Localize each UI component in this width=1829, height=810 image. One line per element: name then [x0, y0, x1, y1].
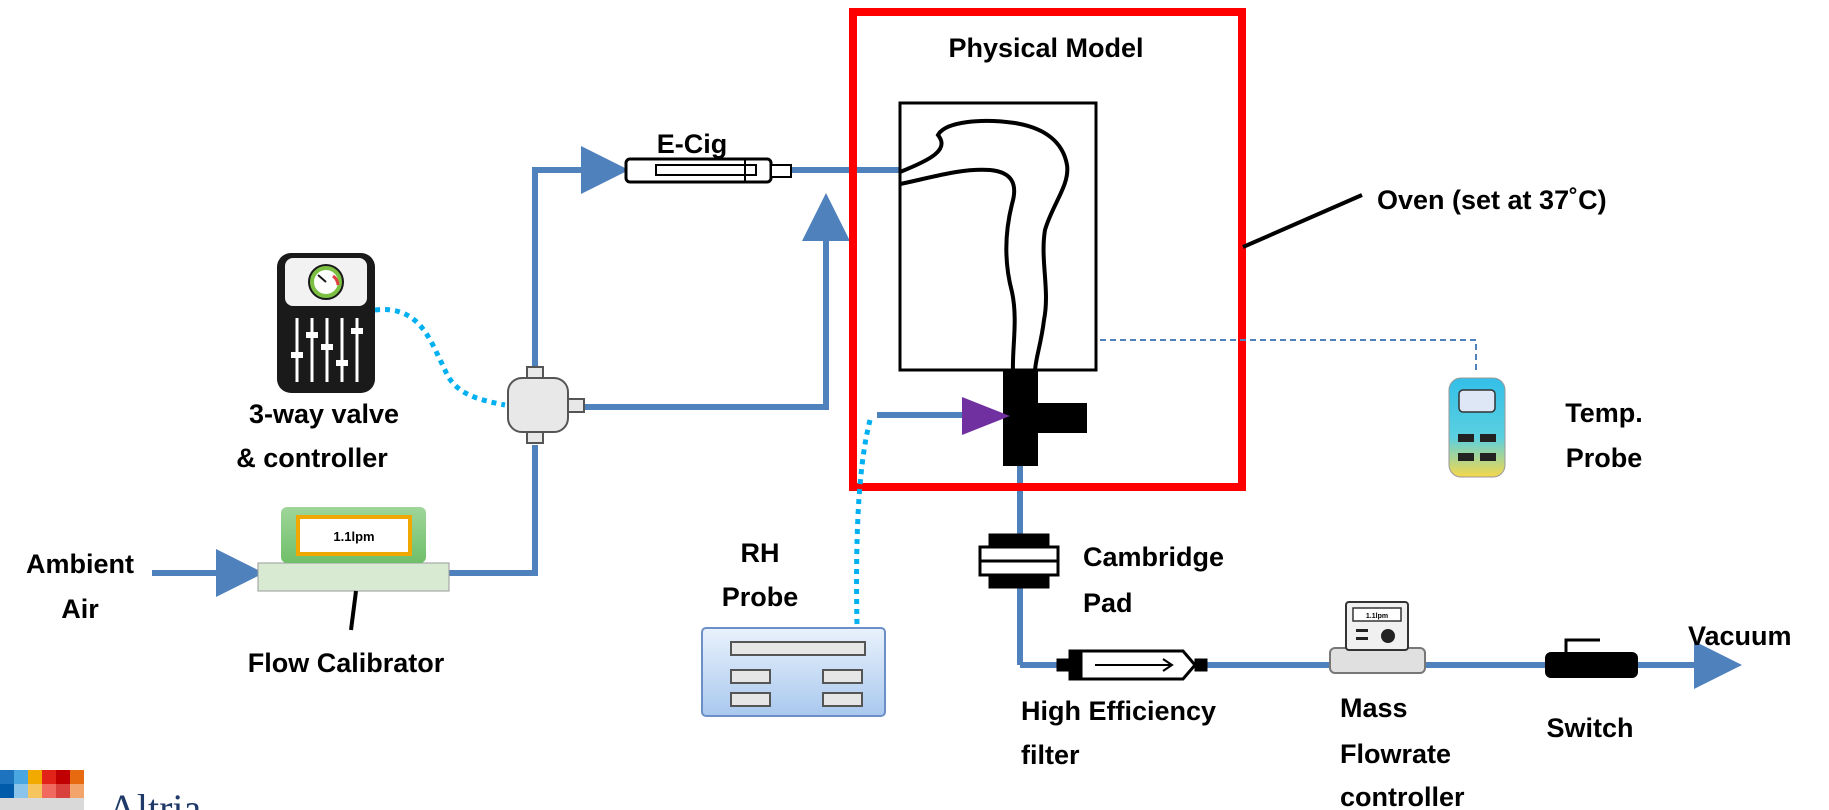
- ambient-air-label-line1: Ambient: [26, 549, 134, 579]
- airway-model-shape: [899, 118, 1070, 373]
- valve-to-ecig-pipe: [532, 146, 629, 375]
- rh-probe-wire: [854, 419, 873, 626]
- temp-probe-label-line1: Temp.: [1565, 398, 1643, 428]
- switch-icon: [1545, 638, 1638, 678]
- switch-label: Switch: [1546, 713, 1633, 743]
- ecig-device: [624, 157, 792, 184]
- oven-box: [849, 8, 1246, 491]
- physical-model-label: Physical Model: [948, 33, 1143, 63]
- calibrator-to-valve-pipe: [445, 445, 538, 576]
- rh-probe-label-line2: Probe: [722, 582, 799, 612]
- cambridge-pad-label-line2: Pad: [1083, 588, 1133, 618]
- flow-calibrator-icon: [257, 507, 450, 592]
- temp-probe-label-line2: Probe: [1566, 443, 1643, 473]
- filter-icon: [1056, 649, 1208, 681]
- mass-controller-label-line2: Flowrate: [1340, 739, 1451, 769]
- vacuum-label: Vacuum: [1688, 621, 1792, 651]
- temp-probe-wire: [1100, 339, 1477, 372]
- cambridge-pad-icon: [978, 533, 1060, 589]
- rh-probe-cone: [962, 397, 1010, 435]
- temp-probe-icon: [1448, 377, 1506, 478]
- ecig-label: E-Cig: [657, 129, 728, 159]
- oven-callout-line: [1242, 193, 1363, 249]
- calibrator-reading: 1.1lpm: [333, 529, 374, 544]
- mass-controller-label-line1: Mass: [1340, 693, 1408, 723]
- oven-label: Oven (set at 37˚C): [1377, 185, 1607, 215]
- physical-model-box: [898, 101, 1098, 372]
- valve-control-wire: [374, 307, 506, 408]
- mass-controller-reading: 1.1lpm: [1366, 613, 1388, 620]
- flow-calibrator-label: Flow Calibrator: [248, 648, 445, 678]
- valve-label-line2: & controller: [236, 443, 388, 473]
- valve-label-line1: 3-way valve: [249, 399, 399, 429]
- rh-probe-icon: [701, 627, 886, 717]
- model-connector-block: [1003, 370, 1087, 466]
- logo-text: Altria: [108, 786, 202, 810]
- valve-controller-icon: [277, 253, 375, 393]
- three-way-valve-icon: [507, 366, 585, 444]
- rh-probe-label-line1: RH: [741, 538, 780, 568]
- mass-flow-controller-icon: [1329, 601, 1426, 674]
- mass-controller-label-line3: controller: [1340, 782, 1465, 810]
- cambridge-pad-label-line1: Cambridge: [1083, 542, 1224, 572]
- calibrator-callout-line: [349, 590, 358, 631]
- filter-label-line1: High Efficiency: [1021, 696, 1216, 726]
- valve-bypass-pipe: [570, 193, 850, 410]
- ambient-air-label-line2: Air: [61, 594, 99, 624]
- altria-logo: Altria: [0, 770, 202, 810]
- filter-label-line2: filter: [1021, 740, 1080, 770]
